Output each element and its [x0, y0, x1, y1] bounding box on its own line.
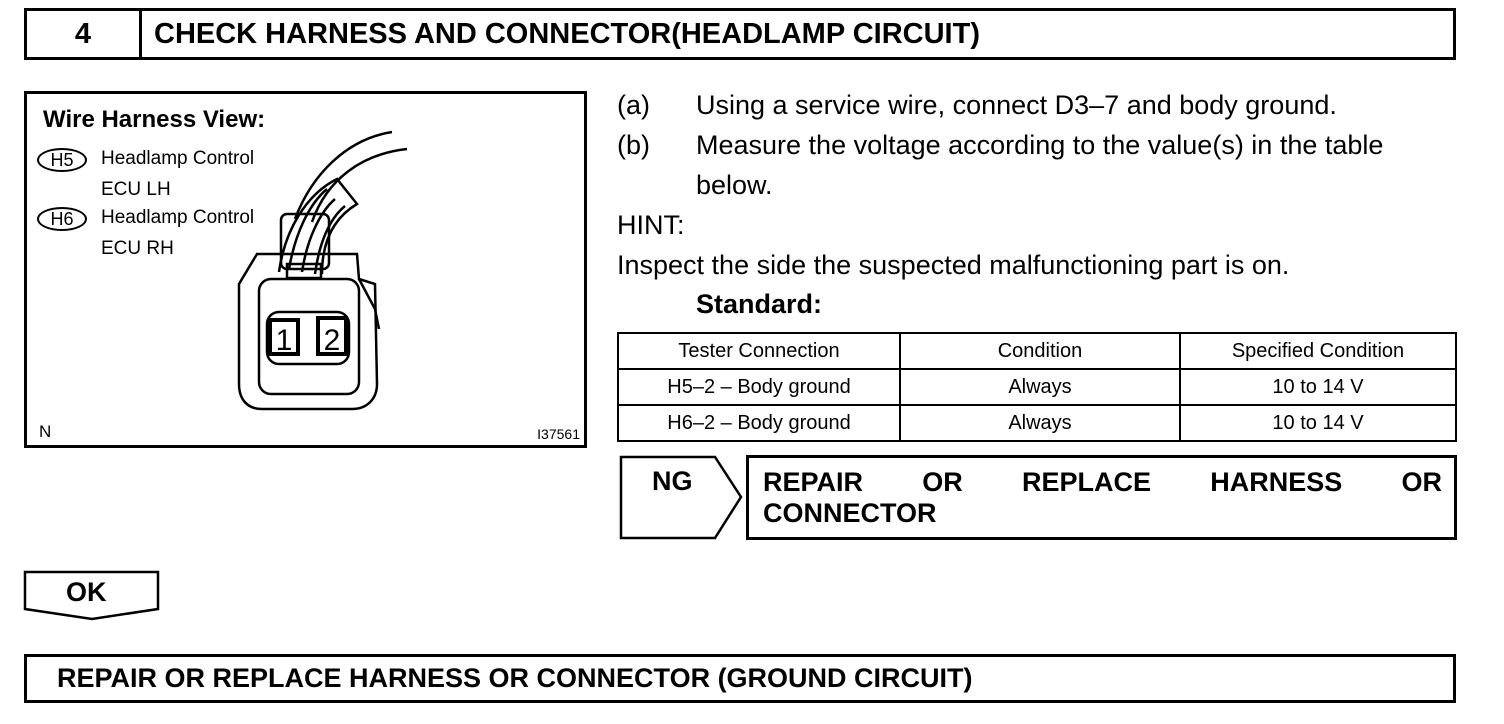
connector-label-h5-line2: ECU LH	[101, 179, 171, 200]
ng-result-word: REPLACE	[1021, 467, 1151, 497]
table-cell: Always	[899, 368, 1181, 406]
figure-corner-letter: N	[39, 422, 52, 441]
ng-arrow-box	[619, 455, 743, 540]
connector-label-h5-line1: Headlamp Control	[101, 148, 255, 169]
table-cell: 10 to 14 V	[1179, 368, 1457, 406]
ng-result-word: REPAIR	[763, 467, 864, 497]
table-row: H6–2 – Body ground Always 10 to 14 V	[617, 404, 1457, 442]
wire-harness-figure: Wire Harness View: H5 Headlamp Control E…	[24, 91, 587, 448]
figure-title: Wire Harness View:	[43, 106, 266, 133]
instruction-b-text-line2: below.	[696, 170, 773, 200]
ng-result-line1: REPAIR OR REPLACE HARNESS OR	[763, 467, 1442, 498]
connector-label-h6-line2: ECU RH	[101, 238, 174, 259]
table-header: Specified Condition	[1179, 332, 1457, 370]
next-step-box: REPAIR OR REPLACE HARNESS OR CONNECTOR (…	[24, 654, 1456, 703]
pin-1-label: 1	[276, 324, 293, 357]
instruction-a-text: Using a service wire, connect D3–7 and b…	[696, 90, 1337, 120]
instruction-b-text-line1: Measure the voltage according to the val…	[696, 130, 1384, 160]
spec-table: Tester Connection Condition Specified Co…	[617, 332, 1457, 442]
pin-2-label: 2	[324, 324, 341, 357]
illustration-code: I37561	[537, 426, 580, 442]
ok-tag: OK	[66, 577, 107, 607]
connector-label-h6-line1: Headlamp Control	[101, 207, 255, 228]
step-number: 4	[27, 11, 142, 57]
hint-label: HINT:	[617, 210, 685, 240]
table-cell: H5–2 – Body ground	[617, 368, 901, 406]
ng-result-word: OR	[1401, 467, 1443, 497]
connector-drawing: 1 2	[237, 130, 408, 411]
step-header: 4 CHECK HARNESS AND CONNECTOR(HEADLAMP C…	[24, 8, 1456, 60]
table-header: Tester Connection	[617, 332, 901, 370]
ng-result-word: OR	[922, 467, 963, 497]
connector-badge-h6: H6	[37, 207, 87, 231]
table-row: H5–2 – Body ground Always 10 to 14 V	[617, 368, 1457, 406]
instruction-b-marker: (b)	[617, 130, 650, 160]
table-header-row: Tester Connection Condition Specified Co…	[617, 332, 1457, 370]
table-cell: 10 to 14 V	[1179, 404, 1457, 442]
ng-tag: NG	[652, 466, 693, 496]
hint-text: Inspect the side the suspected malfuncti…	[617, 250, 1290, 280]
connector-badge-h5: H5	[37, 148, 87, 172]
table-cell: H6–2 – Body ground	[617, 404, 901, 442]
ok-arrow-box	[23, 570, 160, 621]
standard-label: Standard:	[696, 289, 823, 319]
table-header: Condition	[899, 332, 1181, 370]
step-title: CHECK HARNESS AND CONNECTOR(HEADLAMP CIR…	[154, 17, 980, 50]
table-cell: Always	[899, 404, 1181, 442]
ng-result-line2: CONNECTOR	[763, 498, 937, 528]
ng-result-word: HARNESS	[1210, 467, 1343, 497]
ng-result-box: REPAIR OR REPLACE HARNESS OR CONNECTOR	[746, 455, 1457, 540]
instruction-a-marker: (a)	[617, 90, 650, 120]
